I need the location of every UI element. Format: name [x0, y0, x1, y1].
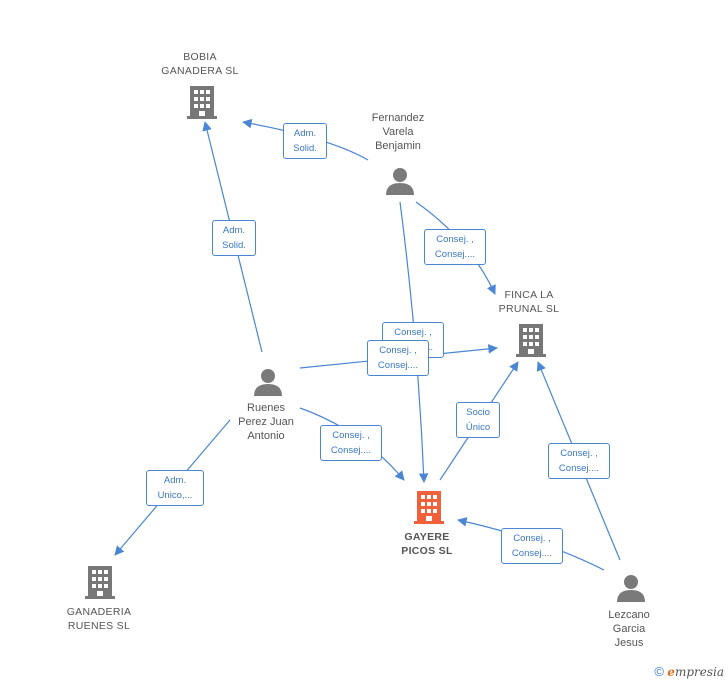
edge-label-ruenes-finca[interactable]: Consej. , Consej.... [367, 340, 429, 376]
edge-label-gayere-finca[interactable]: Socio Único [456, 402, 500, 438]
person-icon[interactable] [616, 573, 646, 603]
edge-label-ruenes-ganaderia[interactable]: Adm. Unico,... [146, 470, 204, 506]
building-icon[interactable] [515, 322, 547, 358]
brand-logo-e: e [667, 665, 675, 679]
edge-label-lezcano-finca[interactable]: Consej. , Consej.... [548, 443, 610, 479]
person-label-ruenes: Ruenes Perez Juan Antonio [238, 402, 294, 442]
person-label-lezcano: Lezcano Garcia Jesus [608, 609, 650, 649]
company-label-finca: FINCA LA PRUNAL SL [498, 289, 560, 315]
company-label-ganaderia: GANADERIA RUENES SL [66, 606, 132, 632]
edge-label-ruenes-gayere[interactable]: Consej. , Consej.... [320, 425, 382, 461]
building-icon[interactable] [186, 84, 218, 120]
edge-label-fernandez-finca[interactable]: Consej. , Consej.... [424, 229, 486, 265]
person-icon[interactable] [253, 367, 283, 397]
brand-logo-text: mpresia [674, 665, 724, 679]
edge-label-lezcano-gayere[interactable]: Consej. , Consej.... [501, 528, 563, 564]
company-label-bobia: BOBIA GANADERA SL [161, 51, 239, 77]
building-icon-focus[interactable] [413, 489, 445, 525]
edge-label-fernandez-bobia[interactable]: Adm. Solid. [283, 123, 327, 159]
person-label-fernandez: Fernandez Varela Benjamin [371, 112, 425, 152]
person-icon[interactable] [385, 166, 415, 196]
edge-label-ruenes-bobia[interactable]: Adm. Solid. [212, 220, 256, 256]
building-icon[interactable] [84, 564, 116, 600]
empresia-logo: © empresia [654, 664, 724, 679]
copyright-symbol: © [654, 664, 664, 679]
company-label-gayere: GAYERE PICOS SL [401, 531, 453, 557]
